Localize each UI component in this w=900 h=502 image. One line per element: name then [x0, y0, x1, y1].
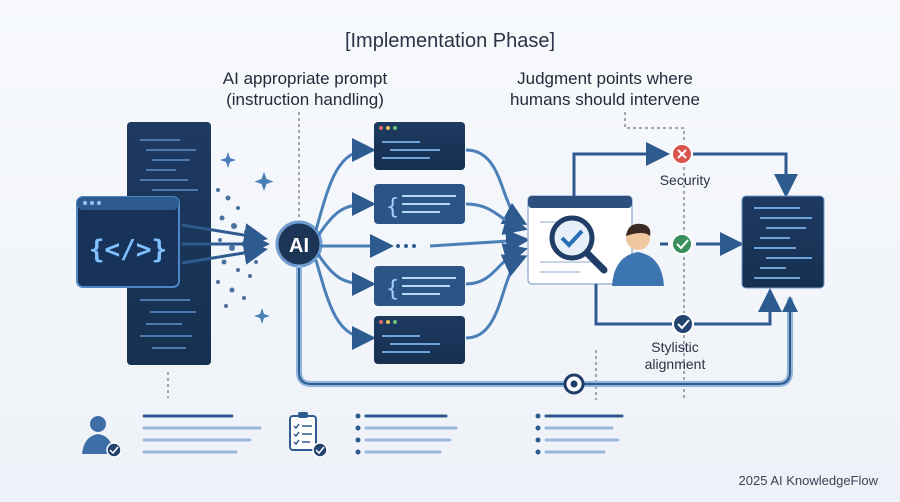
generated-code-cards: { {	[374, 122, 465, 364]
code-card: {	[374, 184, 465, 224]
code-symbol: {</>}	[89, 235, 167, 265]
human-judgment-heading: Judgment points where humans should inte…	[510, 69, 700, 109]
magnifier-check-icon	[549, 215, 608, 274]
legend-lines	[535, 413, 624, 455]
clipboard-checklist-icon	[289, 412, 328, 458]
loop-node	[563, 373, 585, 395]
final-code-panel	[741, 195, 825, 289]
ai-label: AI	[289, 235, 309, 257]
code-editor-icon: {</>}	[76, 196, 180, 288]
footer-credit: 2025 AI KnowledgeFlow	[738, 473, 878, 488]
stylistic-alignment-label: Stylistic alignment	[644, 339, 706, 372]
user-check-icon	[82, 416, 122, 458]
code-card	[374, 122, 465, 170]
code-card	[374, 316, 465, 364]
legend-lines	[355, 413, 458, 455]
legend-lines	[142, 414, 262, 454]
approve-icon	[672, 313, 694, 335]
svg-text:{: {	[386, 195, 399, 220]
page-title: [Implementation Phase]	[344, 30, 556, 52]
security-label: Security	[659, 172, 711, 188]
svg-text:{: {	[386, 277, 399, 302]
code-card: {	[374, 266, 465, 306]
ai-node-icon: AI	[275, 220, 323, 268]
data-particles	[216, 188, 260, 308]
prompt-handling-heading: AI appropriate prompt (instruction handl…	[222, 69, 388, 109]
sparkle-icons	[220, 152, 274, 324]
reject-icon	[671, 143, 693, 165]
approve-icon	[671, 233, 693, 255]
person-icon	[612, 223, 664, 286]
